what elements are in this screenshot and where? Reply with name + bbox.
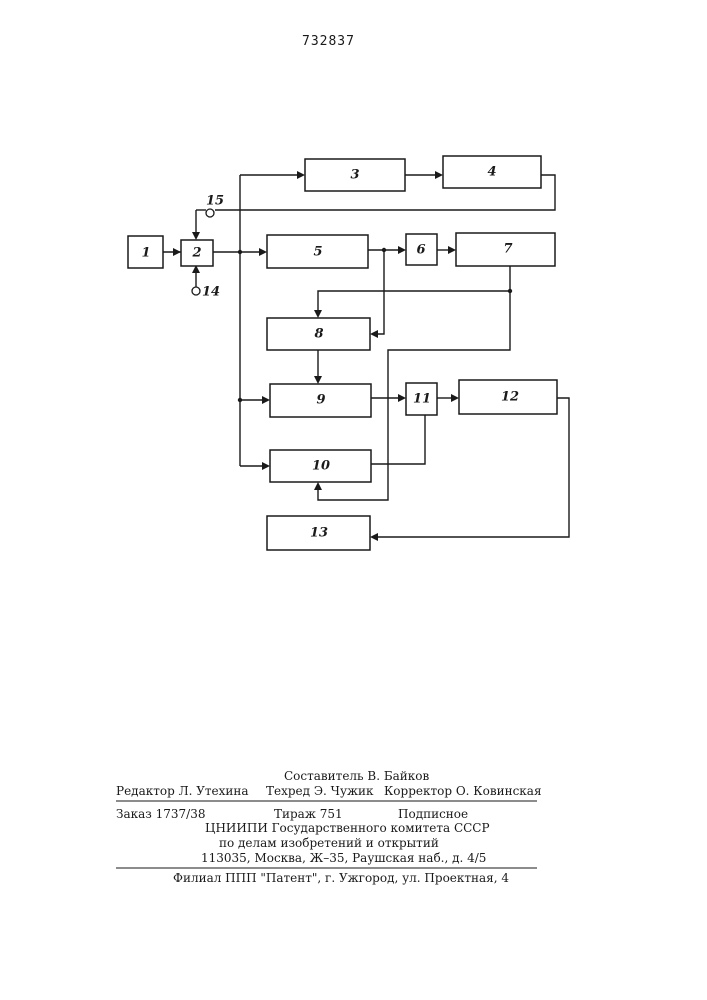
terminal-14-label: 14: [202, 285, 220, 300]
block-12-label: 12: [501, 390, 519, 405]
block-6: 6: [406, 234, 437, 265]
block-11-label: 11: [413, 392, 431, 407]
terminal-15-label: 15: [206, 194, 224, 209]
subscription: Подписное: [398, 807, 468, 821]
block-1: 1: [128, 236, 163, 268]
block-10-label: 10: [312, 459, 330, 474]
block-2-label: 2: [191, 246, 201, 261]
terminal-14: [192, 287, 200, 295]
org-line-1: ЦНИИПИ Государственного комитета СССР: [205, 821, 490, 835]
block-5-label: 5: [313, 245, 322, 260]
org-line-2: по делам изобретений и открытий: [219, 836, 439, 850]
block-13-label: 13: [310, 526, 328, 541]
order-number: Заказ 1737/38: [116, 807, 206, 821]
block-13: 13: [267, 516, 370, 550]
staff-line: Редактор Л. Утехина Техред Э. Чужик Корр…: [116, 784, 541, 800]
block-8: 8: [267, 318, 370, 350]
block-3-label: 3: [350, 168, 359, 183]
block-8-label: 8: [314, 327, 323, 342]
editor-credit: Редактор Л. Утехина: [116, 784, 249, 798]
block-3: 3: [305, 159, 405, 191]
address-line: 113035, Москва, Ж–35, Раушская наб., д. …: [201, 851, 486, 865]
block-9-label: 9: [316, 393, 325, 408]
block-10: 10: [270, 450, 371, 482]
block-11: 11: [406, 383, 437, 415]
block-6-label: 6: [416, 243, 425, 258]
block-1-label: 1: [141, 246, 150, 261]
branch-line: Филиал ППП "Патент", г. Ужгород, ул. Про…: [173, 871, 509, 885]
compiler-line: Составитель В. Байков: [284, 769, 429, 783]
block-4: 4: [443, 156, 541, 188]
arrowheads: [173, 171, 459, 541]
block-2: 2: [181, 240, 213, 266]
corrector-credit: Корректор О. Ковинская: [384, 784, 542, 798]
block-12: 12: [459, 380, 557, 414]
block-7: 7: [456, 233, 555, 266]
circulation: Тираж 751: [274, 807, 343, 821]
block-5: 5: [267, 235, 368, 268]
techred-credit: Техред Э. Чужик: [266, 784, 374, 798]
block-7-label: 7: [503, 242, 512, 257]
terminal-15: [206, 209, 214, 217]
block-4-label: 4: [487, 165, 496, 180]
block-9: 9: [270, 384, 371, 417]
